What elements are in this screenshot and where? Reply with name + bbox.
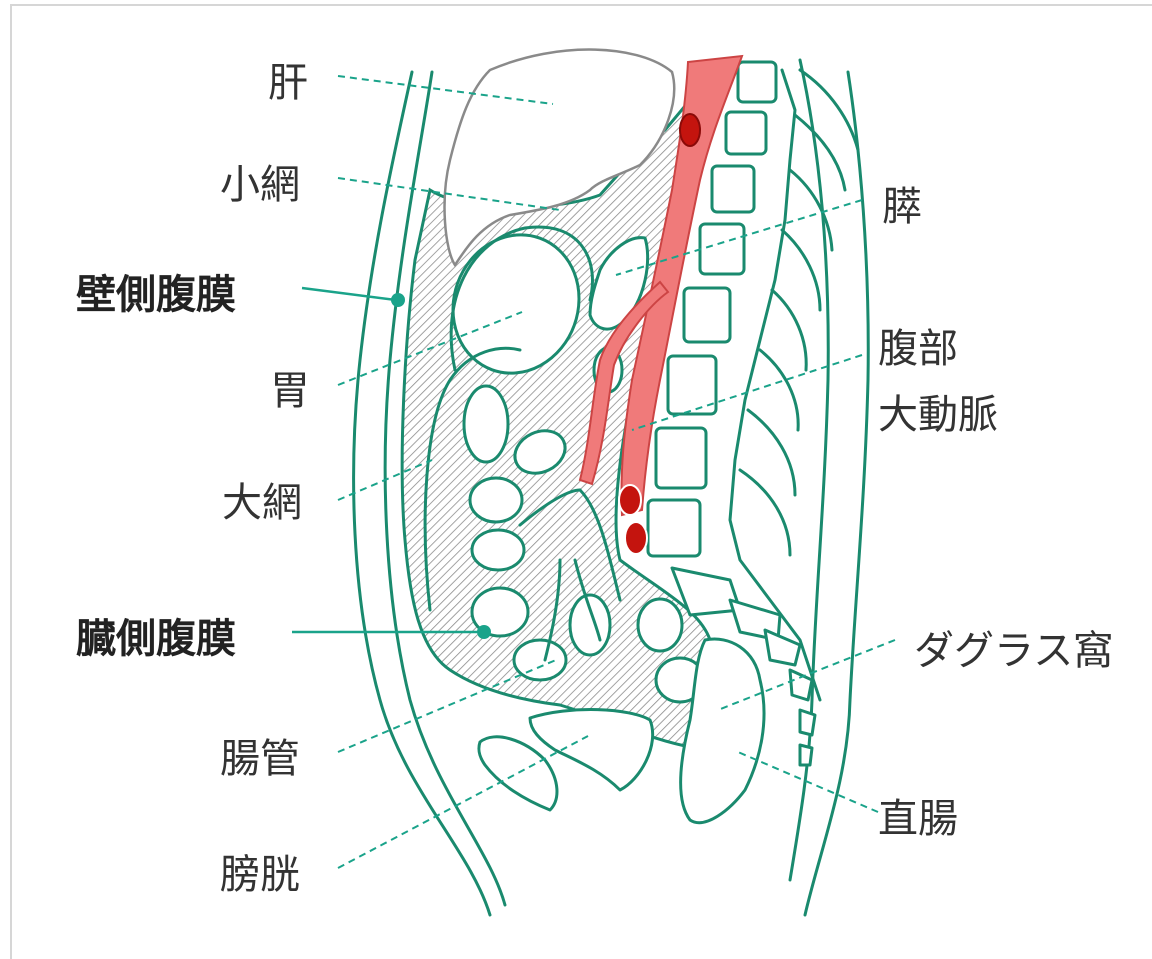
vessel-lower-1 — [619, 485, 641, 515]
label-visceral-peritoneum: 臓側腹膜 — [76, 616, 236, 662]
label-pancreas: 膵 — [882, 184, 922, 230]
label-liver: 肝 — [268, 60, 308, 106]
vessel-lower-2 — [625, 522, 647, 554]
label-bladder: 膀胱 — [220, 852, 300, 898]
label-rectum: 直腸 — [878, 796, 958, 842]
label-lesser-omentum: 小網 — [220, 162, 300, 208]
label-parietal-peritoneum: 壁側腹膜 — [76, 272, 236, 318]
label-aorta-line1: 腹部 — [878, 326, 958, 372]
label-pouch-of-douglas: ダグラス窩 — [914, 628, 1113, 674]
label-stomach: 胃 — [270, 368, 310, 414]
vessel-upper — [680, 114, 700, 146]
bladder-lower — [479, 737, 557, 810]
label-intestine: 腸管 — [220, 736, 300, 782]
label-greater-omentum: 大網 — [222, 480, 302, 526]
label-aorta-line2: 大動脈 — [878, 392, 998, 438]
